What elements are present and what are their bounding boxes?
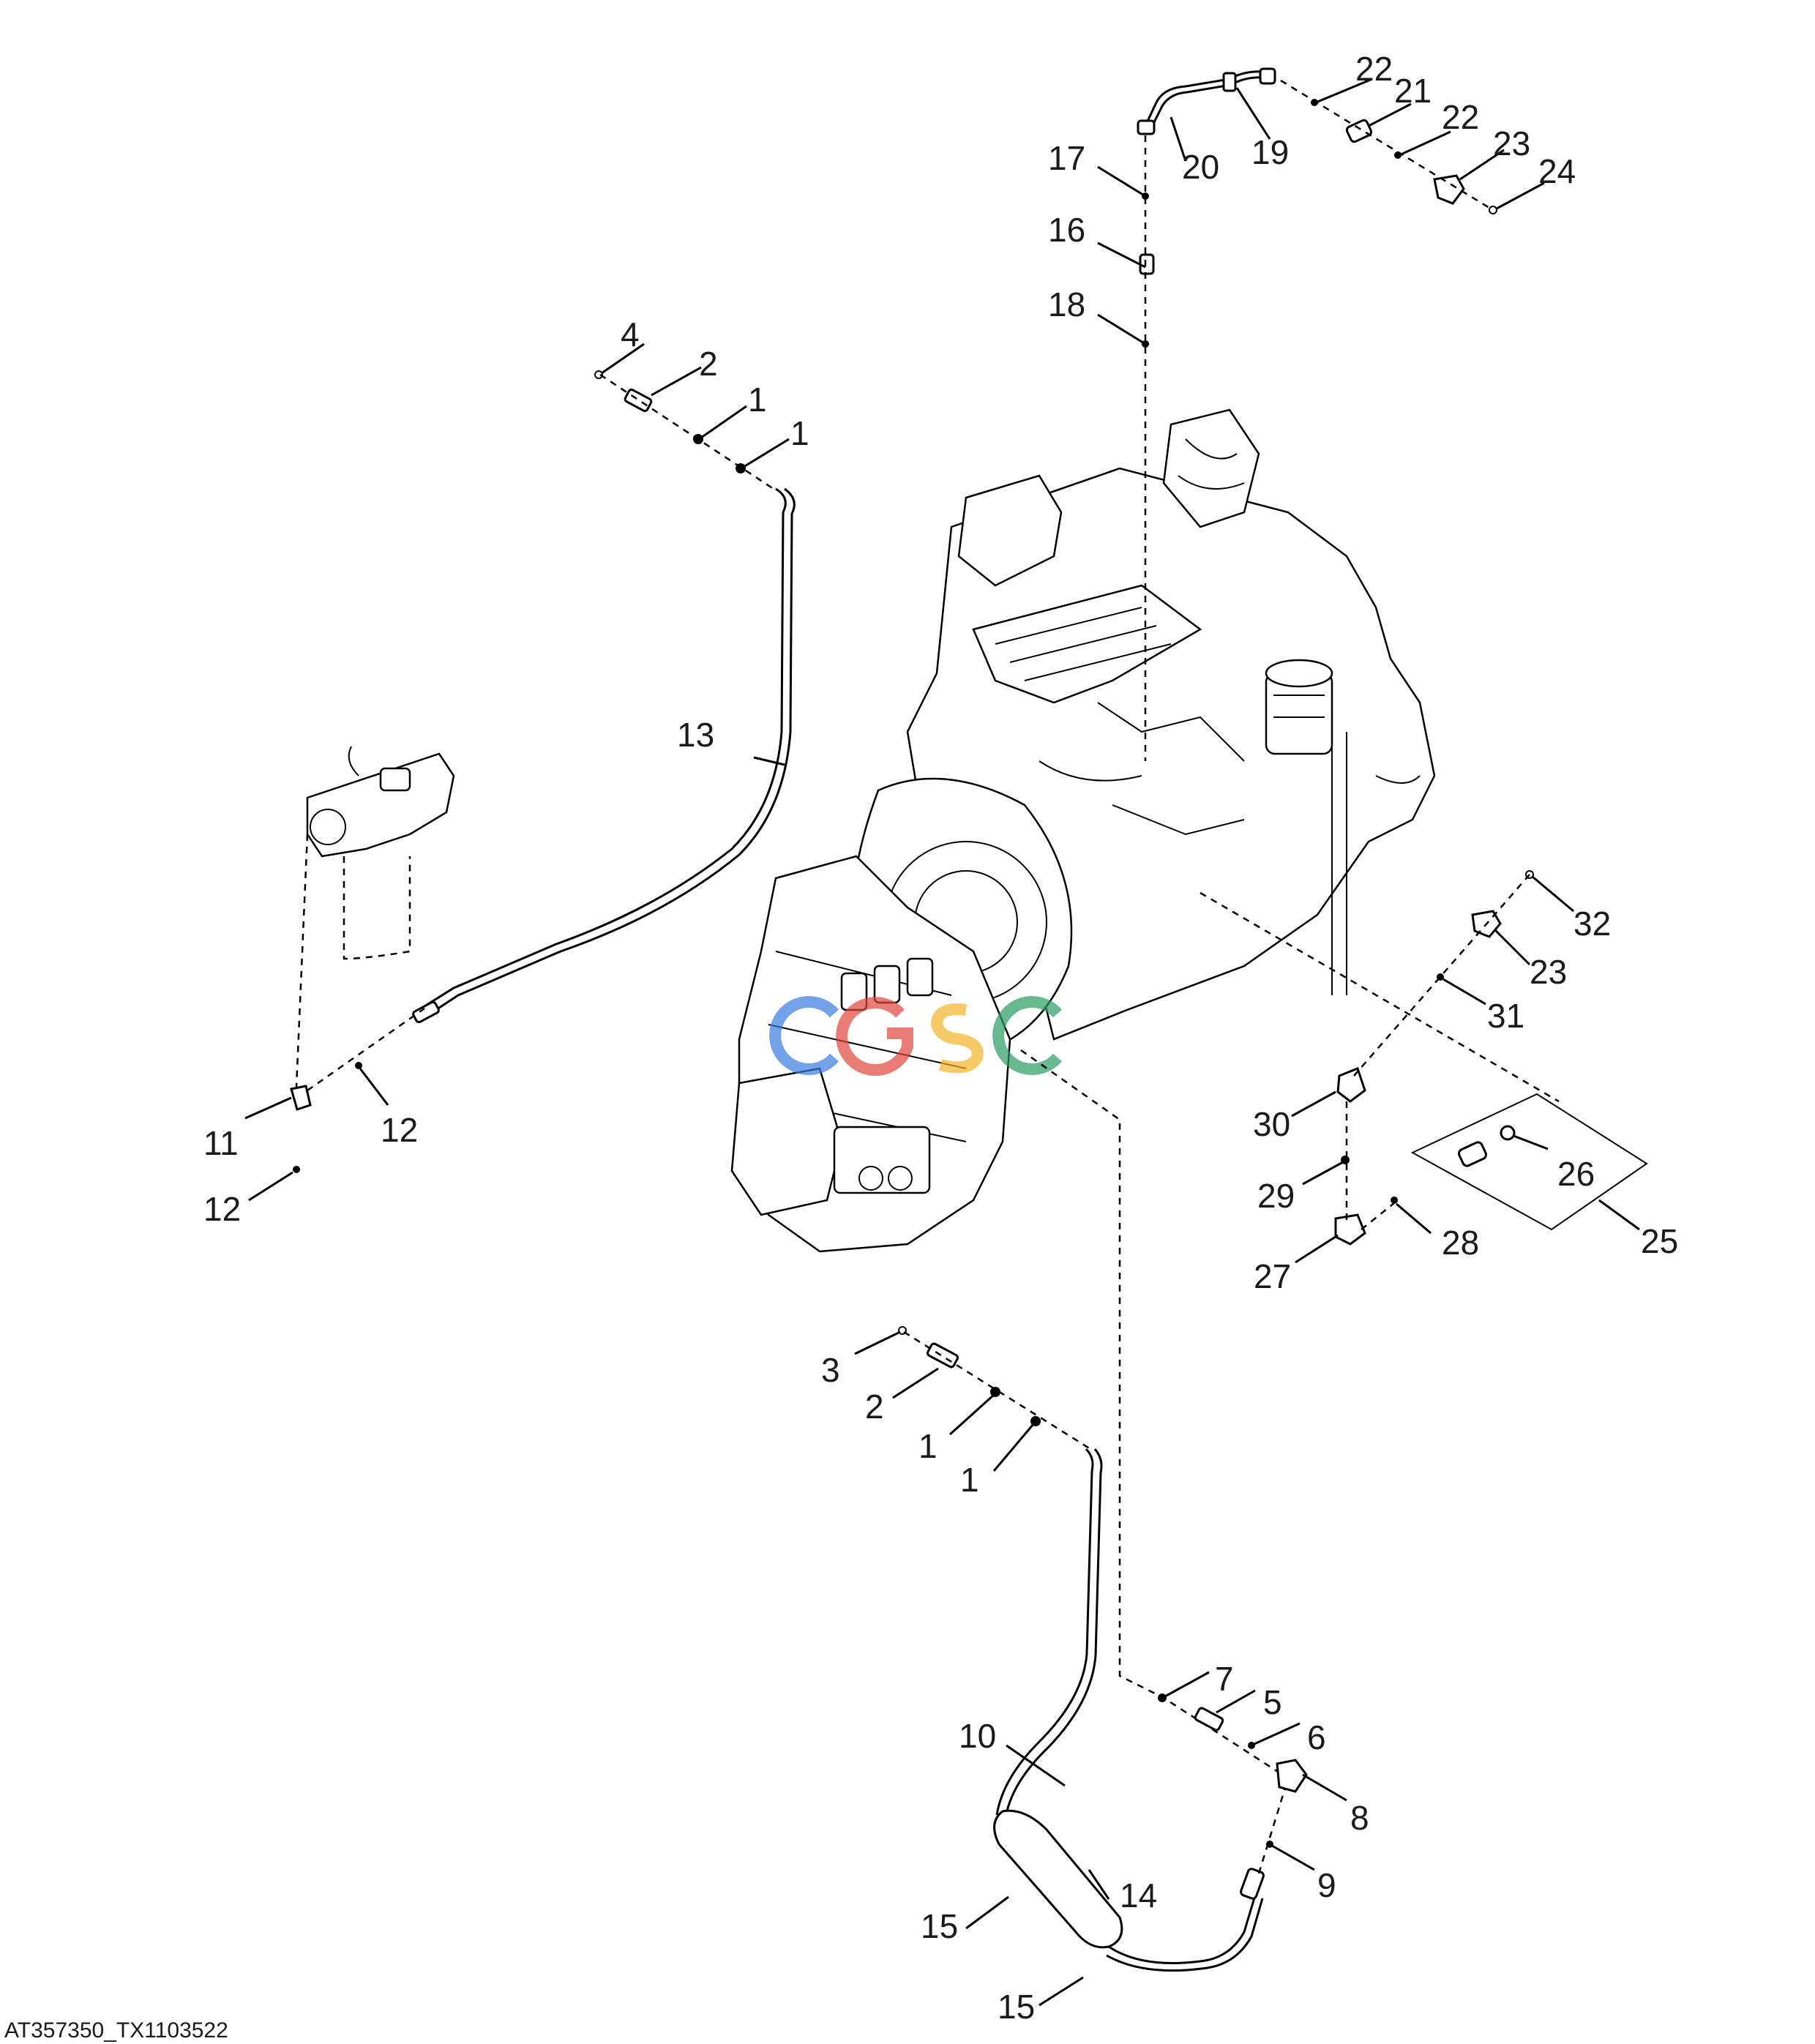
callout-label: 4 bbox=[621, 315, 640, 353]
callout-label: 25 bbox=[1641, 1222, 1678, 1260]
callout-label: 32 bbox=[1573, 905, 1611, 943]
callout-label: 3 bbox=[821, 1351, 840, 1389]
callout-label: 7 bbox=[1215, 1660, 1234, 1698]
callout-label: 10 bbox=[959, 1717, 996, 1755]
callout-label: 24 bbox=[1538, 152, 1576, 190]
leader-lines bbox=[244, 78, 1640, 2007]
callout-label: 16 bbox=[1048, 211, 1085, 249]
callout-label: 20 bbox=[1182, 148, 1219, 186]
callout-labels: 4 2 1 1 17 16 18 20 19 22 21 22 23 24 13… bbox=[203, 50, 1678, 2026]
callout-label: 18 bbox=[1048, 285, 1085, 323]
engine-transmission-assembly bbox=[730, 408, 1436, 1253]
callout-label: 13 bbox=[677, 716, 714, 754]
callout-label: 15 bbox=[998, 1988, 1035, 2026]
callout-label: 6 bbox=[1307, 1718, 1326, 1756]
upper-tube-assembly bbox=[1137, 67, 1497, 761]
callout-label: 1 bbox=[790, 414, 809, 452]
drain-line-assembly bbox=[1020, 1049, 1308, 1848]
callout-label: 26 bbox=[1557, 1155, 1595, 1193]
callout-label: 9 bbox=[1317, 1866, 1336, 1904]
callout-label: 27 bbox=[1254, 1257, 1291, 1295]
callout-label: 31 bbox=[1487, 997, 1524, 1035]
callout-label: 14 bbox=[1120, 1876, 1157, 1914]
callout-label: 23 bbox=[1493, 124, 1530, 162]
figure-caption: AT357350_TX1103522 bbox=[4, 2018, 228, 2043]
callout-label: 30 bbox=[1253, 1105, 1290, 1143]
cgsc-watermark bbox=[769, 996, 1063, 1077]
callout-label: 28 bbox=[1442, 1224, 1479, 1262]
callout-label: 2 bbox=[865, 1388, 884, 1426]
callout-label: 11 bbox=[203, 1124, 239, 1162]
callout-label: 8 bbox=[1350, 1799, 1369, 1837]
callout-label: 29 bbox=[1257, 1177, 1295, 1215]
callout-label: 21 bbox=[1394, 72, 1432, 110]
callout-label: 22 bbox=[1442, 98, 1479, 136]
lower-hose-assembly bbox=[898, 1326, 1290, 1972]
left-hose-assembly bbox=[412, 370, 796, 1024]
callout-label: 1 bbox=[748, 381, 767, 419]
callout-label: 17 bbox=[1048, 139, 1085, 177]
callout-label: 12 bbox=[203, 1190, 241, 1228]
callout-label: 19 bbox=[1251, 133, 1289, 171]
callout-label: 5 bbox=[1263, 1683, 1282, 1721]
callout-label: 2 bbox=[699, 345, 718, 383]
callout-label: 15 bbox=[921, 1907, 958, 1945]
callout-label: 1 bbox=[960, 1461, 979, 1499]
filter-head-assembly bbox=[290, 746, 455, 1173]
callout-label: 23 bbox=[1530, 953, 1567, 991]
callout-label: 12 bbox=[381, 1111, 418, 1149]
callout-label: 1 bbox=[918, 1427, 938, 1465]
callout-label: 22 bbox=[1355, 50, 1393, 88]
